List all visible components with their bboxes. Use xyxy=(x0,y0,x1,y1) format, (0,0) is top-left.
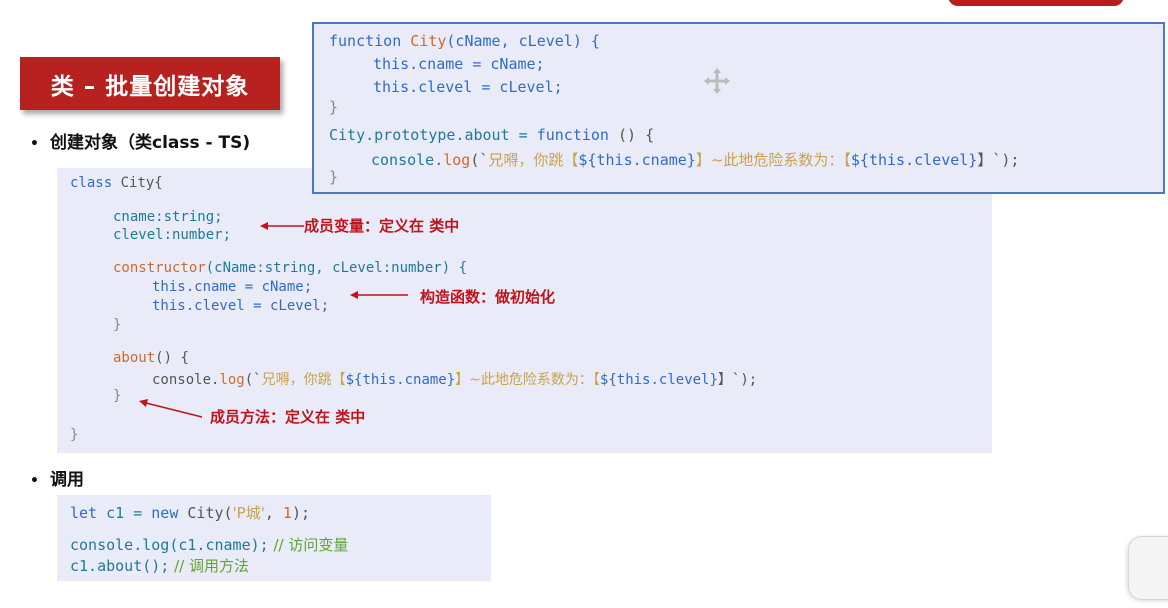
template-text: 】~此地危险系数为：【 xyxy=(455,372,600,388)
code-line-prototype-about: City.prototype.about = function () { xyxy=(329,126,654,144)
constructor-keyword: constructor xyxy=(113,260,206,276)
move-cursor-icon xyxy=(704,68,730,94)
code-line-this-cname: this.cname = cName; xyxy=(152,279,312,295)
number-literal: 1 xyxy=(282,504,292,522)
annotation-constructor: 构造函数：做初始化 xyxy=(420,288,556,306)
template-close: 】`); xyxy=(977,151,1020,169)
template-open: (` xyxy=(470,151,489,169)
annotation-members: 成员变量：定义在 类中 xyxy=(304,217,460,235)
code-line-cname: cname:string; xyxy=(113,209,223,225)
keyword: class xyxy=(70,175,113,191)
code-comment: // 调用方法 xyxy=(169,557,249,575)
code-line-class-decl: class City{ xyxy=(70,175,163,191)
this-keyword: this xyxy=(152,279,186,295)
class-code-block: class City{ cname:string; clevel:number;… xyxy=(57,168,992,453)
template-expr: ${this.cname} xyxy=(578,151,696,169)
code-line-about: about() { xyxy=(113,350,189,366)
assignment: .cname = cName; xyxy=(409,55,545,73)
assignment: .cname = cName; xyxy=(185,279,313,295)
code-line-this-clevel: this.clevel = cLevel; xyxy=(152,298,329,314)
bullet-dot: • xyxy=(30,473,39,489)
code-statement: console.log(c1.cname); xyxy=(70,536,269,554)
code-line-about-call: c1.about(); // 调用方法 xyxy=(70,555,249,576)
function-params: (cName, cLevel) { xyxy=(446,32,600,50)
template-expr: ${this.clevel} xyxy=(850,151,978,169)
template-text: 兄嘚，你跳【 xyxy=(488,151,579,169)
function-keyword: function xyxy=(329,32,402,50)
arrow-methods xyxy=(139,399,203,418)
code-line-close-brace: } xyxy=(113,317,122,333)
function-code-block: function City(cName, cLevel) { this.cnam… xyxy=(312,22,1165,194)
arrow-members xyxy=(260,222,304,230)
bullet-create-label: 创建对象（类class - TS) xyxy=(50,133,251,153)
code-line-this-cname: this.cname = cName; xyxy=(373,55,545,73)
code-line-clevel: clevel:number; xyxy=(113,227,232,243)
about-params: () { xyxy=(155,350,189,366)
template-expr: ${this.cname} xyxy=(345,372,456,388)
function-keyword: function xyxy=(536,126,609,144)
top-red-tab xyxy=(948,0,1124,6)
function-params: () { xyxy=(608,126,655,144)
console-object: console. xyxy=(152,372,220,388)
new-keyword: new xyxy=(151,504,179,522)
bullet-invoke: • 调用 xyxy=(30,465,84,490)
code-line-function-decl: function City(cName, cLevel) { xyxy=(329,32,600,50)
this-keyword: this xyxy=(373,55,410,73)
log-method: log xyxy=(219,372,245,388)
bullet-invoke-label: 调用 xyxy=(50,470,84,490)
code-line-console-log: console.log(`兄嘚，你跳【${this.cname}】~此地危险系数… xyxy=(371,149,1019,170)
template-text: 兄嘚，你跳【 xyxy=(261,372,346,388)
call-code-block: let c1 = new City('P城', 1); console.log(… xyxy=(57,495,491,581)
this-keyword: this xyxy=(373,78,410,96)
constructor-params: (cName:string, cLevel:number) { xyxy=(205,260,468,276)
variable: c1 = xyxy=(97,504,152,522)
separator: , xyxy=(264,504,283,522)
code-line-console-cname: console.log(c1.cname); // 访问变量 xyxy=(70,534,348,555)
code-line-close-brace: } xyxy=(113,388,122,404)
about-method: about xyxy=(113,350,156,366)
slide-title: 类 – 批量创建对象 xyxy=(20,57,280,110)
code-line-constructor: constructor(cName:string, cLevel:number)… xyxy=(113,260,467,276)
template-close: 】`); xyxy=(717,372,758,388)
console-object: console. xyxy=(371,151,444,169)
template-expr: ${this.clevel} xyxy=(599,372,718,388)
class-name: City{ xyxy=(120,175,163,191)
code-line-let: let c1 = new City('P城', 1); xyxy=(70,502,310,523)
code-line-console-log: console.log(`兄嘚，你跳【${this.cname}】~此地危险系数… xyxy=(152,369,757,389)
code-line-close-brace: } xyxy=(329,98,339,116)
template-text: 】~此地危险系数为：【 xyxy=(695,151,851,169)
bullet-dot: • xyxy=(30,136,39,152)
template-open: (` xyxy=(244,372,262,388)
code-comment: // 访问变量 xyxy=(268,536,349,554)
code-line-close-brace: } xyxy=(329,168,339,186)
code-line-this-clevel: this.clevel = cLevel; xyxy=(373,78,563,96)
floating-widget[interactable] xyxy=(1128,536,1168,600)
assignment: .clevel = cLevel; xyxy=(185,298,330,314)
annotation-methods: 成员方法：定义在 类中 xyxy=(210,408,366,426)
let-keyword: let xyxy=(70,504,98,522)
function-name: City xyxy=(401,32,447,50)
this-keyword: this xyxy=(152,298,186,314)
arrow-constructor xyxy=(350,291,408,299)
statement-end: ); xyxy=(291,504,311,522)
log-method: log xyxy=(443,151,471,169)
assignment: .clevel = cLevel; xyxy=(409,78,563,96)
code-line-close-brace: } xyxy=(70,427,79,443)
code-statement: c1.about(); xyxy=(70,557,170,575)
bullet-create-objects: • 创建对象（类class - TS) xyxy=(30,128,250,153)
class-call: City( xyxy=(178,504,233,522)
prototype-assignment: City.prototype.about = xyxy=(329,126,537,144)
string-literal: 'P城' xyxy=(232,504,265,522)
